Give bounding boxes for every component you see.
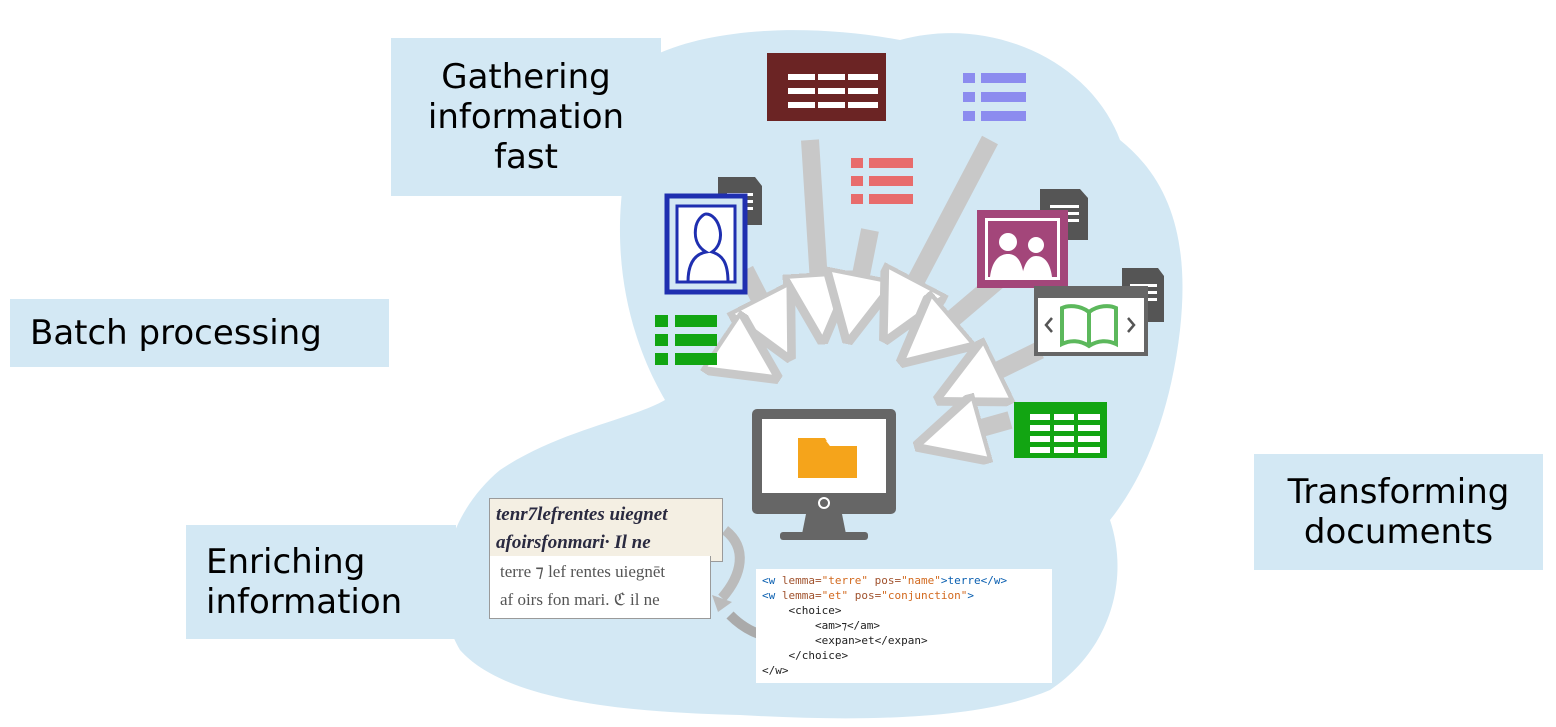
xml-attr: lemma= xyxy=(775,574,822,587)
xml-value: "name" xyxy=(901,574,941,587)
list-icon-red xyxy=(851,158,913,204)
manuscript-gothic-line: tenr7lefrentes uiegnet xyxy=(496,504,668,525)
portrait-icon xyxy=(664,177,762,295)
curved-arrow-icon xyxy=(712,595,732,612)
curved-arrow-icon xyxy=(718,526,745,602)
label-transforming-documents: Transforming documents xyxy=(1254,454,1543,570)
arrow-from-ebook xyxy=(948,350,1044,395)
transcription-line: terre ⁊ lef rentes uiegnēt xyxy=(500,562,666,581)
xml-attr: pos= xyxy=(848,589,882,602)
label-line: Transforming xyxy=(1287,472,1510,512)
ebook-icon xyxy=(1034,268,1164,356)
xml-line: </choice> xyxy=(762,649,849,662)
xml-line: <am>⁊</am> xyxy=(762,619,881,632)
label-line: information xyxy=(427,97,625,137)
label-line: documents xyxy=(1303,512,1494,552)
xml-tag: <w xyxy=(762,589,776,602)
label-line: Gathering xyxy=(441,57,611,97)
arrow-from-green-list xyxy=(720,340,768,372)
xml-line: </w> xyxy=(762,664,789,677)
manuscript-transcription: terre ⁊ lef rentes uiegnēt af oirs fon m… xyxy=(489,556,711,619)
label-line: Batch processing xyxy=(30,313,322,353)
xml-line: <w lemma="terre" pos="name">terre</w> xyxy=(762,573,1046,588)
xml-value: "conjunction" xyxy=(881,589,968,602)
arrow-from-table xyxy=(810,139,822,330)
xml-value: "et" xyxy=(821,589,849,602)
list-icon-green xyxy=(655,315,717,365)
folder-icon xyxy=(798,438,857,478)
xml-line: <expan>et</expan> xyxy=(762,634,928,647)
xml-tag: >terre</w> xyxy=(940,574,1008,587)
label-enriching-information: Enriching information xyxy=(186,525,456,639)
manuscript-image: tenr7lefrentes uiegnet afoirsfonmari· Il… xyxy=(489,498,723,562)
arrow-from-red-list xyxy=(850,228,870,330)
xml-tag: <w xyxy=(762,574,776,587)
table-icon xyxy=(767,53,886,121)
photo-icon xyxy=(977,189,1088,288)
xml-tag: > xyxy=(967,589,974,602)
monitor-icon xyxy=(752,409,896,540)
spreadsheet-icon xyxy=(1014,402,1107,458)
xml-line: <w lemma="et" pos="conjunction"> xyxy=(762,588,1046,603)
xml-attr: lemma= xyxy=(775,589,822,602)
manuscript-gothic-line: afoirsfonmari· Il ne xyxy=(496,532,651,553)
label-gathering-information-fast: Gathering information fast xyxy=(391,38,661,196)
xml-code-snippet: <w lemma="terre" pos="name">terre</w> <w… xyxy=(756,569,1052,683)
xml-line: <choice> xyxy=(762,604,842,617)
label-line: fast xyxy=(494,137,558,177)
label-batch-processing: Batch processing xyxy=(10,299,389,367)
list-icon-purple xyxy=(963,73,1026,121)
arrow-from-spreadsheet xyxy=(928,420,1013,443)
arrows-group xyxy=(720,135,1044,443)
transcription-line: af oirs fon mari. ℭ il ne xyxy=(500,590,660,609)
label-line: information xyxy=(206,582,403,622)
xml-attr: pos= xyxy=(867,574,902,587)
label-line: Enriching xyxy=(206,542,366,582)
xml-value: "terre" xyxy=(821,574,868,587)
